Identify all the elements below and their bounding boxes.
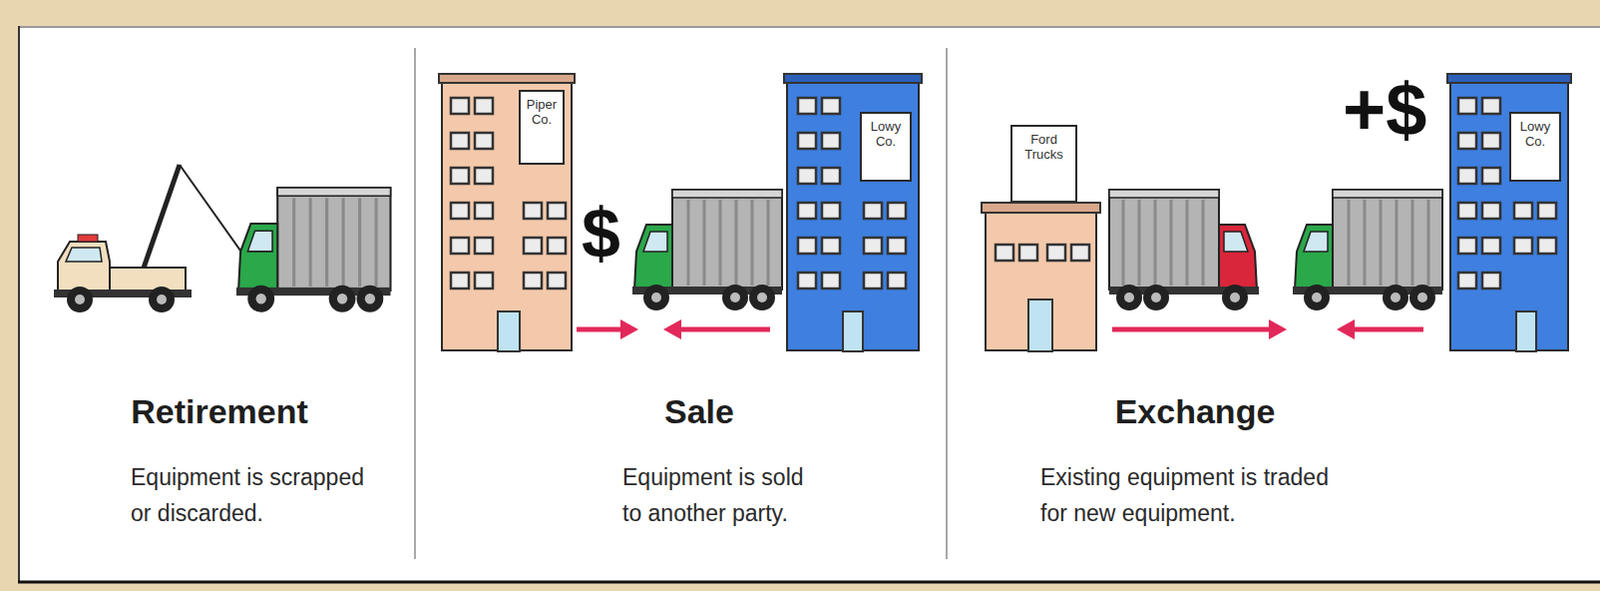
green-truck	[236, 187, 392, 313]
panel-heading: Sale	[549, 391, 849, 431]
panel-heading: Retirement	[69, 391, 370, 431]
money-symbol: $	[581, 195, 621, 272]
company-name: Piper Co.	[523, 96, 560, 127]
green-truck	[1292, 189, 1443, 311]
panel-description: Existing equipment is traded for new equ…	[1040, 458, 1345, 531]
building: Piper Co.	[440, 75, 573, 352]
green-truck	[632, 189, 783, 311]
company-sign: Lowy Co.	[859, 111, 912, 182]
company-name: Lowy Co.	[1514, 118, 1557, 149]
building-body	[984, 204, 1098, 352]
building: Lowy Co.	[1449, 75, 1570, 352]
panel-description: Equipment is scrapped or discarded.	[130, 458, 376, 531]
company-sign: Piper Co.	[518, 89, 565, 165]
company-sign: Ford Trucks	[1010, 124, 1078, 203]
money-symbol: +$	[1342, 69, 1427, 150]
tow-truck	[53, 164, 246, 313]
company-sign: Lowy Co.	[1509, 111, 1562, 182]
panel-description: Equipment is sold to another party.	[622, 458, 817, 531]
building: Ford Trucks	[984, 124, 1098, 352]
building: Lowy Co.	[786, 75, 920, 352]
red-truck	[1109, 189, 1259, 311]
panel-band: RetirementEquipment is scrapped or disca…	[17, 25, 415, 583]
company-name: Lowy Co.	[864, 118, 907, 149]
panel-band: ExchangeExisting equipment is traded for…	[946, 25, 1600, 583]
panel-band: SaleEquipment is sold to another party. P…	[414, 25, 947, 583]
panel-heading: Exchange	[1045, 391, 1345, 431]
company-name: Ford Trucks	[1015, 131, 1073, 162]
